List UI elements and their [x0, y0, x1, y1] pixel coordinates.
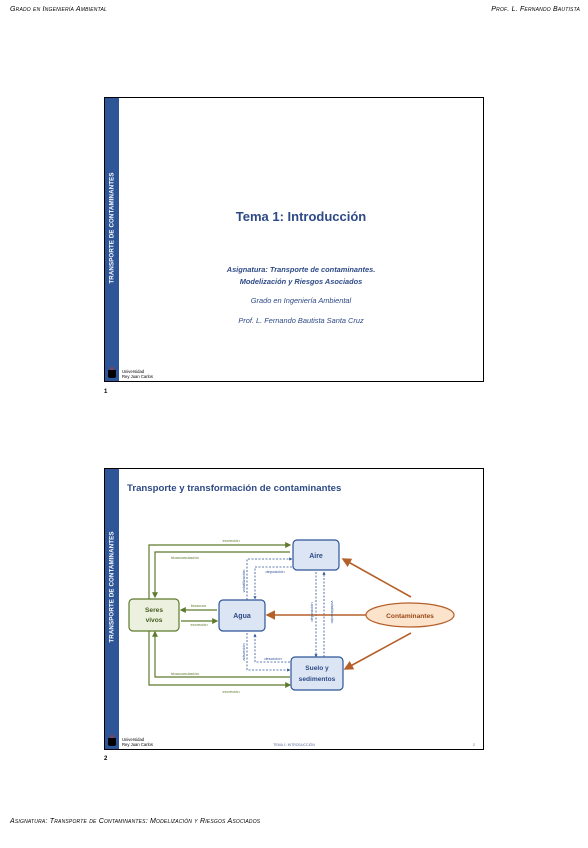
svg-text:vivos: vivos — [146, 617, 163, 624]
deposition-air-water-arrow — [253, 566, 292, 600]
slide-sidebar: TRANSPORTE DE CONTAMINANTES — [105, 469, 119, 749]
excretion-to-soil-arrow — [148, 630, 292, 688]
label-excrecion-water: excreción — [190, 622, 207, 627]
page-header-right: Prof. L. Fernando Bautista — [491, 6, 580, 13]
university-name: Universidad Rey Juan Carlos — [122, 737, 153, 747]
page-footer: Asignatura: Transporte de Contaminantes:… — [10, 818, 261, 825]
label-volatilizacion-water: volatilización — [241, 570, 246, 593]
label-desorcion: desorción — [264, 656, 281, 661]
label-adsorcion: adsorción — [241, 643, 246, 660]
node-suelo-sedimentos: Suelo y sedimentos — [290, 656, 344, 691]
pollutant-cycle-diagram: Aire Agua Seres vivos Suelo y sedimentos… — [128, 538, 455, 694]
node-seres-vivos: Seres vivos — [128, 598, 180, 632]
university-name: Universidad Rey Juan Carlos — [122, 369, 153, 379]
adsorption-water-soil-arrow — [246, 633, 291, 672]
node-contaminantes: Contaminantes — [365, 602, 455, 628]
label-deposicion-vertical: deposición — [309, 602, 314, 621]
label-volatilizacion-soil: volatilización — [330, 601, 335, 624]
page-header-left: Grado en Ingeniería Ambiental — [10, 6, 107, 13]
sidebar-label: TRANSPORTE DE CONTAMINANTES — [108, 172, 116, 284]
contaminants-to-air-arrow — [341, 558, 412, 598]
label-bioacumulacion-top: bioacumulación — [171, 555, 199, 560]
node-aire: Aire — [292, 539, 340, 571]
bioaccumulation-from-air-arrow — [152, 551, 290, 599]
excretion-to-air-arrow — [148, 542, 292, 599]
label-excrecion-top: excreción — [222, 538, 239, 543]
professor-line: Prof. L. Fernando Bautista Santa Cruz — [238, 316, 364, 325]
label-excrecion-bottom: excreción — [222, 689, 239, 694]
svg-text:Aire: Aire — [309, 553, 323, 560]
slide-footer: TEMA 1: INTRODUCCIÓN — [273, 743, 315, 747]
degree-line: Grado en Ingeniería Ambiental — [250, 296, 352, 305]
svg-text:Seres: Seres — [145, 607, 163, 614]
university-logo-icon — [107, 735, 117, 747]
slide-number-2: 2 — [104, 756, 108, 762]
slide-2: TRANSPORTE DE CONTAMINANTES Universidad … — [104, 468, 484, 750]
svg-text:Contaminantes: Contaminantes — [386, 613, 434, 620]
slide-page-number: 2 — [473, 743, 475, 747]
node-agua: Agua — [218, 599, 266, 632]
slide-1: TRANSPORTE DE CONTAMINANTES Universidad … — [104, 97, 484, 382]
svg-text:sedimentos: sedimentos — [299, 676, 336, 683]
desorption-soil-water-arrow — [253, 633, 290, 663]
university-logo-icon — [107, 367, 117, 379]
label-deposicion: deposición — [265, 569, 284, 574]
svg-text:Suelo y: Suelo y — [305, 665, 329, 672]
slide-title: Transporte y transformación de contamina… — [127, 483, 342, 494]
slide-number-1: 1 — [104, 389, 108, 395]
subject-line-2: Modelización y Riesgos Asociados — [239, 277, 363, 286]
subject-line-1: Asignatura: Transporte de contaminantes. — [226, 265, 376, 274]
slide-sidebar: TRANSPORTE DE CONTAMINANTES — [105, 98, 119, 381]
contaminants-to-soil-arrow — [343, 632, 412, 670]
label-bioacumulacion-bottom: bioacumulación — [171, 671, 199, 676]
label-bioacum: bioacum. — [191, 603, 207, 608]
slide-title: Tema 1: Introducción — [235, 209, 367, 224]
bioaccumulation-from-soil-arrow — [152, 630, 290, 678]
svg-text:Agua: Agua — [233, 613, 251, 620]
volatilization-water-air-arrow — [246, 557, 293, 600]
